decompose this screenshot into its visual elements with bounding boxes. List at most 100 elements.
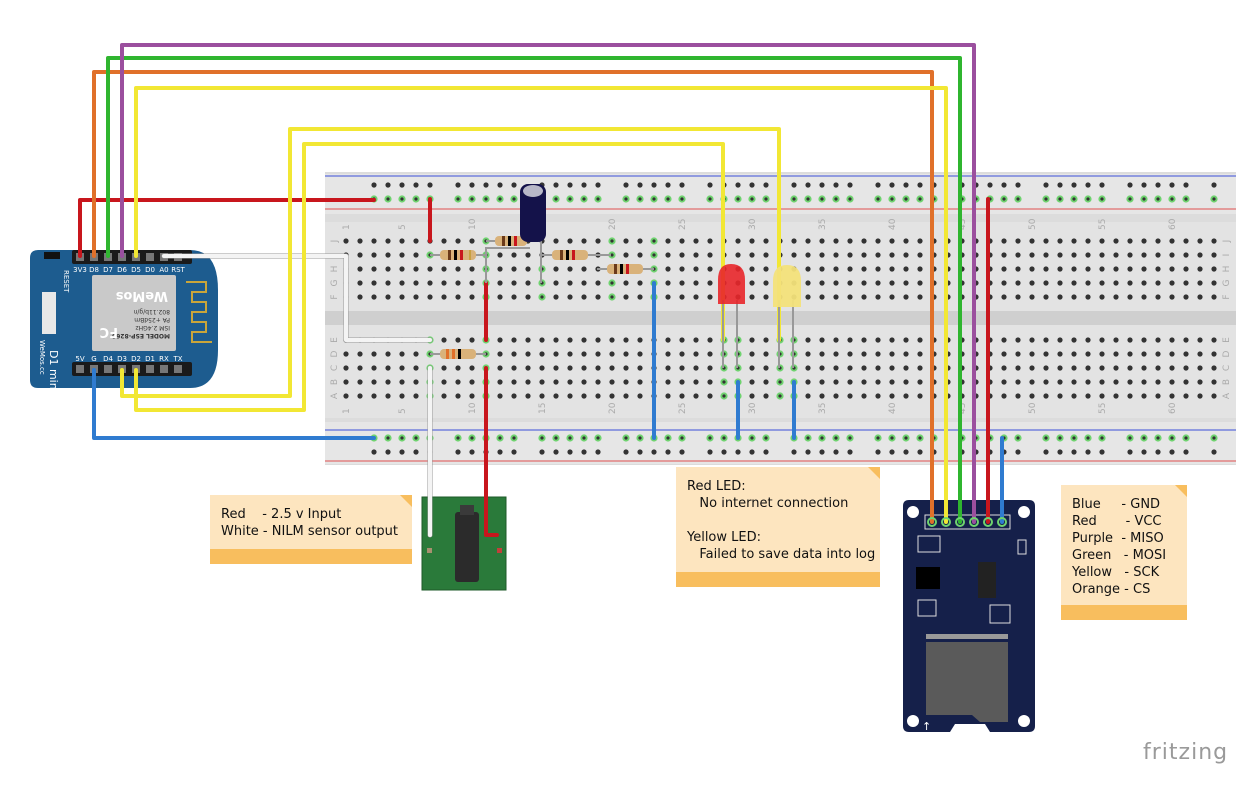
breadboard-hole[interactable] bbox=[1113, 266, 1119, 272]
rail-hole[interactable] bbox=[511, 449, 517, 455]
breadboard-hole[interactable] bbox=[917, 280, 923, 286]
breadboard-hole[interactable] bbox=[511, 266, 517, 272]
rail-hole[interactable] bbox=[791, 449, 797, 455]
breadboard-hole[interactable] bbox=[1043, 379, 1049, 385]
breadboard-hole[interactable] bbox=[1085, 252, 1091, 258]
breadboard-hole[interactable] bbox=[371, 379, 377, 385]
breadboard-hole[interactable] bbox=[889, 379, 895, 385]
breadboard-hole[interactable] bbox=[735, 238, 741, 244]
breadboard-hole[interactable] bbox=[665, 351, 671, 357]
rail-hole[interactable] bbox=[595, 449, 601, 455]
breadboard-hole[interactable] bbox=[693, 252, 699, 258]
breadboard-hole[interactable] bbox=[525, 351, 531, 357]
breadboard-hole[interactable] bbox=[1085, 238, 1091, 244]
breadboard-hole[interactable] bbox=[749, 252, 755, 258]
breadboard-hole[interactable] bbox=[1169, 252, 1175, 258]
breadboard-hole[interactable] bbox=[1071, 280, 1077, 286]
breadboard-hole[interactable] bbox=[413, 294, 419, 300]
breadboard-hole[interactable] bbox=[903, 252, 909, 258]
breadboard-hole[interactable] bbox=[1043, 393, 1049, 399]
rail-hole[interactable] bbox=[720, 434, 728, 442]
rail-hole[interactable] bbox=[469, 449, 475, 455]
rail-hole[interactable] bbox=[1141, 449, 1147, 455]
breadboard-hole[interactable] bbox=[749, 393, 755, 399]
breadboard-hole[interactable] bbox=[581, 238, 587, 244]
breadboard-hole[interactable] bbox=[1211, 280, 1217, 286]
breadboard-hole[interactable] bbox=[1211, 393, 1217, 399]
rail-hole[interactable] bbox=[707, 182, 713, 188]
breadboard-hole[interactable] bbox=[847, 266, 853, 272]
breadboard-hole[interactable] bbox=[819, 266, 825, 272]
breadboard-hole[interactable] bbox=[525, 280, 531, 286]
wire-3v3-red[interactable] bbox=[78, 198, 376, 258]
breadboard-hole[interactable] bbox=[763, 365, 769, 371]
breadboard-hole[interactable] bbox=[763, 379, 769, 385]
rail-hole[interactable] bbox=[538, 434, 546, 442]
breadboard-hole[interactable] bbox=[903, 379, 909, 385]
breadboard-hole[interactable] bbox=[1071, 393, 1077, 399]
rail-hole[interactable] bbox=[804, 195, 812, 203]
rail-hole[interactable] bbox=[903, 182, 909, 188]
rail-hole[interactable] bbox=[1182, 434, 1190, 442]
breadboard-hole[interactable] bbox=[693, 337, 699, 343]
wire-gnd-blue[interactable] bbox=[92, 368, 376, 440]
breadboard-hole[interactable] bbox=[623, 351, 629, 357]
breadboard-hole[interactable] bbox=[1099, 252, 1105, 258]
breadboard-hole[interactable] bbox=[1155, 252, 1161, 258]
breadboard-hole[interactable] bbox=[1183, 280, 1189, 286]
breadboard-hole[interactable] bbox=[1029, 238, 1035, 244]
header-pin[interactable] bbox=[104, 365, 112, 373]
breadboard-hole[interactable] bbox=[833, 252, 839, 258]
breadboard-hole[interactable] bbox=[1015, 351, 1021, 357]
breadboard-hole[interactable] bbox=[497, 337, 503, 343]
breadboard-hole[interactable] bbox=[1197, 266, 1203, 272]
breadboard-hole[interactable] bbox=[357, 351, 363, 357]
breadboard-hole[interactable] bbox=[847, 238, 853, 244]
breadboard-hole[interactable] bbox=[903, 238, 909, 244]
breadboard-hole[interactable] bbox=[1169, 266, 1175, 272]
breadboard-hole[interactable] bbox=[357, 393, 363, 399]
breadboard-hole[interactable] bbox=[1169, 238, 1175, 244]
breadboard-hole[interactable] bbox=[1127, 266, 1133, 272]
breadboard-hole[interactable] bbox=[1001, 337, 1007, 343]
breadboard-hole[interactable] bbox=[1155, 238, 1161, 244]
rail-hole[interactable] bbox=[902, 195, 910, 203]
breadboard-hole[interactable] bbox=[1029, 266, 1035, 272]
breadboard-hole[interactable] bbox=[917, 393, 923, 399]
rail-hole[interactable] bbox=[1085, 182, 1091, 188]
breadboard-hole[interactable] bbox=[1015, 365, 1021, 371]
breadboard-hole[interactable] bbox=[637, 365, 643, 371]
breadboard-hole[interactable] bbox=[1099, 351, 1105, 357]
breadboard-hole[interactable] bbox=[413, 266, 419, 272]
breadboard-hole[interactable] bbox=[917, 379, 923, 385]
breadboard-hole[interactable] bbox=[553, 266, 559, 272]
rail-hole[interactable] bbox=[847, 449, 853, 455]
breadboard-hole[interactable] bbox=[581, 393, 587, 399]
breadboard-hole[interactable] bbox=[665, 280, 671, 286]
breadboard-hole[interactable] bbox=[665, 337, 671, 343]
breadboard-hole[interactable] bbox=[1141, 294, 1147, 300]
breadboard-hole[interactable] bbox=[1071, 365, 1077, 371]
rail-hole[interactable] bbox=[833, 449, 839, 455]
breadboard-hole[interactable] bbox=[525, 379, 531, 385]
breadboard-hole[interactable] bbox=[469, 365, 475, 371]
breadboard-hole[interactable] bbox=[357, 252, 363, 258]
breadboard-hole[interactable] bbox=[679, 294, 685, 300]
sd-header-pin[interactable] bbox=[983, 517, 993, 527]
rail-hole[interactable] bbox=[1071, 182, 1077, 188]
breadboard-hole[interactable] bbox=[1197, 294, 1203, 300]
breadboard-hole[interactable] bbox=[805, 280, 811, 286]
rail-hole[interactable] bbox=[399, 182, 405, 188]
rail-hole[interactable] bbox=[888, 195, 896, 203]
breadboard-hole[interactable] bbox=[1183, 351, 1189, 357]
rail-hole[interactable] bbox=[1084, 195, 1092, 203]
breadboard-hole[interactable] bbox=[567, 238, 573, 244]
breadboard-hole[interactable] bbox=[1001, 393, 1007, 399]
breadboard-hole[interactable] bbox=[763, 393, 769, 399]
breadboard-hole[interactable] bbox=[861, 252, 867, 258]
rail-hole[interactable] bbox=[412, 195, 420, 203]
breadboard-hole[interactable] bbox=[693, 365, 699, 371]
breadboard-hole[interactable] bbox=[665, 365, 671, 371]
rail-hole[interactable] bbox=[567, 449, 573, 455]
breadboard-hole[interactable] bbox=[805, 266, 811, 272]
